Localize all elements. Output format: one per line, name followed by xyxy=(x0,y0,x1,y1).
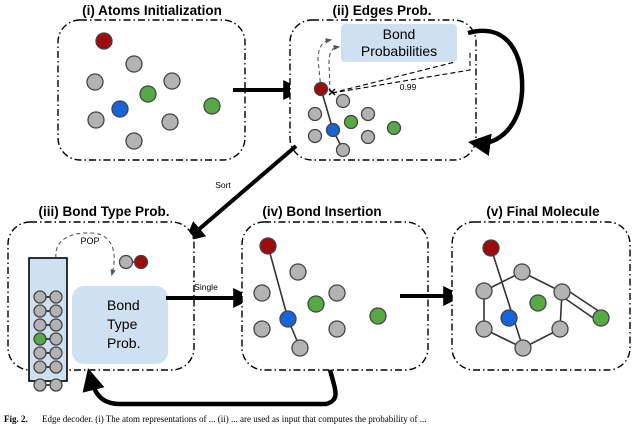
atom-green-2 xyxy=(203,97,221,115)
stack-atom-left xyxy=(33,304,47,318)
recurrence-loop-arrow xyxy=(467,28,525,156)
bond-type-label-line2: Type xyxy=(107,316,138,332)
stack-atom-left xyxy=(33,290,47,304)
pop-arrow xyxy=(55,232,116,277)
atom-green-1 xyxy=(307,295,325,313)
stack-row xyxy=(33,290,63,304)
atom-gray-3 xyxy=(360,106,376,122)
stack-atom-right xyxy=(49,318,63,332)
prob-edge-3 xyxy=(331,52,471,94)
atom-gray-2 xyxy=(86,73,104,91)
sort-label: Sort xyxy=(215,180,231,190)
ring-bottom xyxy=(514,339,532,357)
pop-label: POP xyxy=(80,236,99,246)
atom-gray-3 xyxy=(328,284,346,302)
popped-atom-left xyxy=(118,254,134,270)
stack-atom-right xyxy=(49,304,63,318)
atom-gray-6 xyxy=(335,142,351,158)
single-label: Single xyxy=(194,282,218,292)
panel-v-atom-group xyxy=(475,239,610,357)
atom-gray-4 xyxy=(87,111,105,129)
atom-blue xyxy=(279,310,297,328)
atom-gray-1 xyxy=(125,55,143,73)
popped-atom-right xyxy=(133,254,149,270)
stack-row xyxy=(33,346,63,360)
atom-gray-5 xyxy=(360,129,376,145)
atom-gray-2 xyxy=(307,106,323,122)
atom-gray-1 xyxy=(289,263,307,281)
stack-atom-right xyxy=(49,360,63,374)
atom-gray-5 xyxy=(328,320,346,338)
fan-origin-tick xyxy=(328,88,336,96)
stack-atom-right xyxy=(49,378,63,392)
arrow-sort xyxy=(184,144,298,242)
atom-green-1 xyxy=(343,114,359,130)
ring-top xyxy=(513,263,531,281)
atom-gray-1 xyxy=(335,93,351,109)
probability-value-label: 0.99 xyxy=(400,82,417,92)
stack-row-outside xyxy=(33,378,63,392)
prob-edge-1 xyxy=(317,38,333,90)
stack-atom-left xyxy=(33,360,47,374)
stack-row xyxy=(33,360,63,374)
stack-row xyxy=(33,304,63,318)
bond-type-label-line3: Prob. xyxy=(107,335,140,351)
ring-lower-left xyxy=(475,320,493,338)
caption-figure-number: Fig. 2. xyxy=(4,414,28,424)
bond-probabilities-box xyxy=(341,24,457,62)
bond-type-label-line1: Bond xyxy=(107,297,140,313)
atom-green-terminal xyxy=(592,309,610,327)
popped-pair xyxy=(118,254,149,270)
panel-title-iii: (iii) Bond Type Prob. xyxy=(39,204,170,219)
prob-edge-2 xyxy=(328,44,341,93)
bond-probabilities-label-line1: Bond xyxy=(383,26,416,42)
stack-atom-left xyxy=(33,346,47,360)
atom-blue xyxy=(325,122,341,138)
stack-row-highlighted xyxy=(33,332,63,346)
atom-gray-6 xyxy=(291,339,309,357)
atom-gray-4 xyxy=(253,320,271,338)
atom-red xyxy=(259,237,277,255)
atom-gray-5 xyxy=(161,113,179,131)
atom-green-1 xyxy=(139,85,157,103)
stack-atom-right xyxy=(49,290,63,304)
prob-edge-4 xyxy=(331,61,456,94)
stack-atom-left xyxy=(33,378,47,392)
caption-text: Edge decoder. (i) The atom representatio… xyxy=(42,414,426,424)
atom-blue xyxy=(500,309,518,327)
feedback-loop-arrow xyxy=(82,368,338,407)
panel-i-atom-group xyxy=(86,32,221,150)
bond-red-to-ring-bottom xyxy=(490,247,524,349)
panel-title-v: (v) Final Molecule xyxy=(486,204,600,219)
panel-ii-atom-group xyxy=(307,81,402,158)
stack-atom-right xyxy=(49,332,63,346)
atom-green-2 xyxy=(386,120,402,136)
panel-title-iv: (iv) Bond Insertion xyxy=(262,204,381,219)
ring-upper-right xyxy=(553,283,571,301)
atom-red xyxy=(482,239,500,257)
panel-title-ii: (ii) Edges Prob. xyxy=(332,3,431,18)
panel-iv-atom-group xyxy=(253,237,387,357)
stack-rows xyxy=(33,290,63,392)
atom-blue xyxy=(111,100,129,118)
atom-gray-2 xyxy=(253,284,271,302)
atom-green-2 xyxy=(369,307,387,325)
atom-gray-3 xyxy=(163,72,181,90)
bond-candidate-stack xyxy=(28,257,68,382)
bond-type-prob-box xyxy=(72,286,168,364)
stack-row xyxy=(33,318,63,332)
atom-red xyxy=(95,32,113,50)
stack-atom-right xyxy=(49,346,63,360)
ring-lower-right xyxy=(551,320,569,338)
bond-probabilities-label-line2: Probabilities xyxy=(361,43,437,59)
atom-gray-6 xyxy=(125,132,143,150)
ring-upper-left xyxy=(475,282,493,300)
atom-green-center xyxy=(529,294,547,312)
panel-title-i: (i) Atoms Initialization xyxy=(82,3,222,18)
atom-gray-4 xyxy=(307,128,323,144)
stack-atom-left xyxy=(33,332,47,346)
stack-atom-left xyxy=(33,318,47,332)
atom-red xyxy=(313,81,329,97)
